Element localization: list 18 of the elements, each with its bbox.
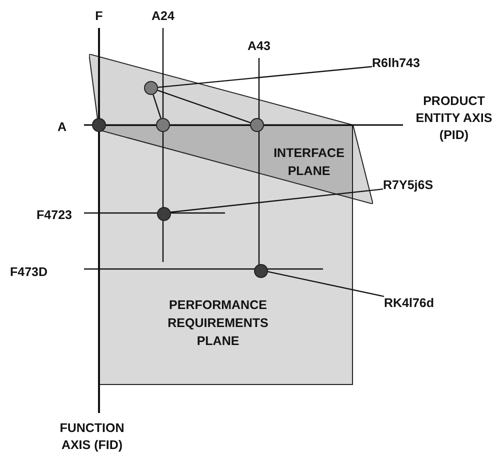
axis-label: A24 [150, 8, 176, 25]
plane-label: INTERFACE PLANE [272, 145, 346, 180]
leader-line [158, 66, 372, 88]
axis-label: F [94, 8, 104, 25]
axis-label: FUNCTION AXIS (FID) [58, 420, 126, 454]
callout-label: RK4l76d [384, 296, 450, 311]
callout-label: R7Y5j6S [383, 178, 449, 193]
axis-label: A [56, 119, 68, 136]
plane-label: PERFORMANCE REQUIREMENTS PLANE [166, 297, 270, 350]
axis-label: PRODUCT ENTITY AXIS (PID) [414, 93, 494, 144]
performance-plane [99, 125, 353, 385]
leader-line [152, 94, 162, 119]
axis-label: F4723 [36, 207, 72, 224]
leader-line [266, 270, 384, 298]
axis-label: A43 [246, 38, 272, 55]
axis-label: F473D [10, 264, 49, 281]
callout-label: R6lh743 [372, 56, 436, 71]
leader-line [157, 90, 251, 124]
